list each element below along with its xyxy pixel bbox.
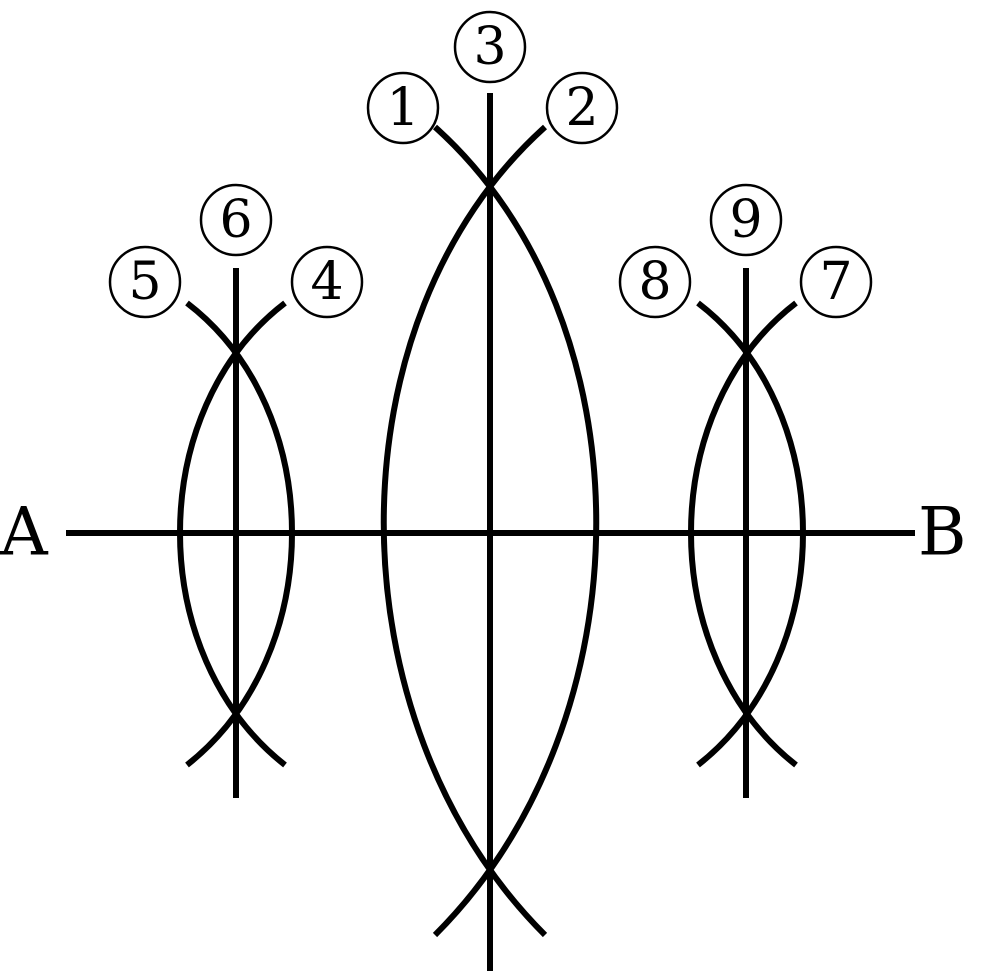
left-arc-b [185, 300, 295, 768]
label-2-text: 2 [565, 78, 598, 138]
label-3: 3 [453, 10, 527, 84]
point-a-label: A [0, 494, 49, 571]
label-3-text: 3 [473, 17, 506, 77]
label-5: 5 [108, 245, 182, 319]
label-7: 7 [799, 245, 873, 319]
point-b-label: B [918, 494, 967, 571]
label-4: 4 [290, 245, 364, 319]
label-8-text: 8 [638, 252, 671, 312]
label-6: 6 [199, 183, 273, 257]
right-arc-b [696, 300, 806, 768]
label-9: 9 [709, 183, 783, 257]
label-1-text: 1 [386, 78, 419, 138]
center-arc-left [380, 124, 548, 938]
label-8: 8 [618, 245, 692, 319]
label-1: 1 [366, 71, 440, 145]
label-6-text: 6 [219, 190, 252, 250]
center-arc-right [432, 124, 600, 938]
label-5-text: 5 [128, 252, 161, 312]
label-2: 2 [545, 71, 619, 145]
label-7-text: 7 [819, 252, 852, 312]
label-4-text: 4 [310, 252, 343, 312]
label-9-text: 9 [729, 190, 762, 250]
